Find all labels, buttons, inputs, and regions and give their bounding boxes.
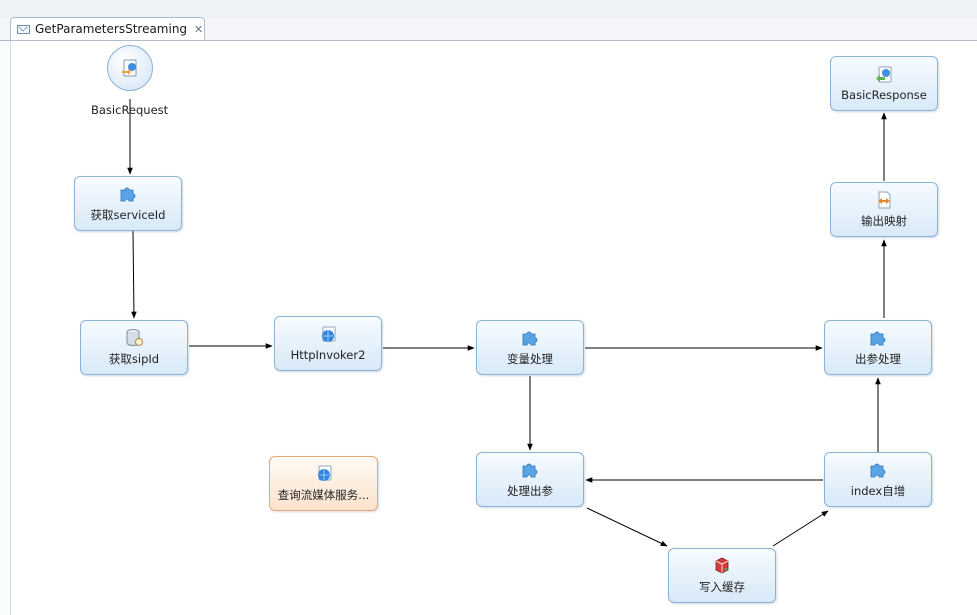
left-gutter (0, 41, 11, 615)
database-icon (126, 329, 143, 346)
node-label: 获取sipId (108, 352, 160, 366)
editor-tab[interactable]: GetParametersStreaming ✕ (10, 17, 205, 40)
web-service-icon (322, 326, 336, 342)
node-label: 变量处理 (507, 352, 553, 366)
flow-edges (127, 99, 887, 547)
flow-canvas[interactable]: BasicRequest 获取serviceId 获取sipId HttpInv… (11, 41, 977, 615)
node-write-cache[interactable]: 写入缓存 (668, 548, 776, 603)
node-label: 获取serviceId (90, 208, 166, 222)
node-label: 输出映射 (861, 214, 907, 228)
node-label: 写入缓存 (699, 580, 745, 594)
envelope-icon (17, 24, 30, 34)
node-var-process[interactable]: 变量处理 (476, 320, 584, 375)
node-basic-response[interactable]: BasicResponse (830, 56, 938, 111)
edge-service-id-to-sip-id (131, 230, 137, 319)
node-handle-out-param[interactable]: 处理出参 (476, 452, 584, 507)
node-get-sip-id[interactable]: 获取sipId (80, 320, 188, 375)
puzzle-icon (522, 331, 538, 346)
node-out-param-process[interactable]: 出参处理 (824, 320, 932, 375)
start-event-label: BasicRequest (91, 103, 169, 117)
web-service-icon (317, 465, 331, 481)
node-index-increment[interactable]: index自增 (824, 452, 932, 507)
node-get-service-id[interactable]: 获取serviceId (74, 176, 182, 231)
mapping-icon (878, 191, 891, 209)
edge-handle-to-cache (586, 507, 668, 547)
response-icon (876, 66, 892, 83)
cache-icon (715, 557, 729, 574)
node-output-mapping[interactable]: 输出映射 (830, 182, 938, 237)
puzzle-icon (870, 331, 886, 346)
close-icon[interactable]: ✕ (194, 22, 204, 36)
node-label: 查询流媒体服务... (277, 488, 370, 502)
node-label: 出参处理 (855, 352, 901, 366)
node-http-invoker[interactable]: HttpInvoker2 (274, 316, 382, 371)
puzzle-icon (120, 187, 136, 202)
start-event-basic-request[interactable] (107, 45, 153, 91)
request-icon (122, 59, 137, 77)
node-label: index自增 (850, 484, 906, 498)
editor-tab-bar: GetParametersStreaming ✕ (0, 17, 977, 41)
tab-title: GetParametersStreaming (35, 22, 188, 36)
node-query-media-service[interactable]: 查询流媒体服务... (269, 456, 378, 511)
top-toolbar-strip (0, 0, 977, 18)
node-label: 处理出参 (507, 484, 553, 498)
puzzle-icon (522, 463, 538, 478)
edge-cache-to-index (772, 510, 829, 547)
node-label: BasicResponse (841, 88, 927, 102)
node-label: HttpInvoker2 (290, 348, 366, 362)
puzzle-icon (870, 463, 886, 478)
